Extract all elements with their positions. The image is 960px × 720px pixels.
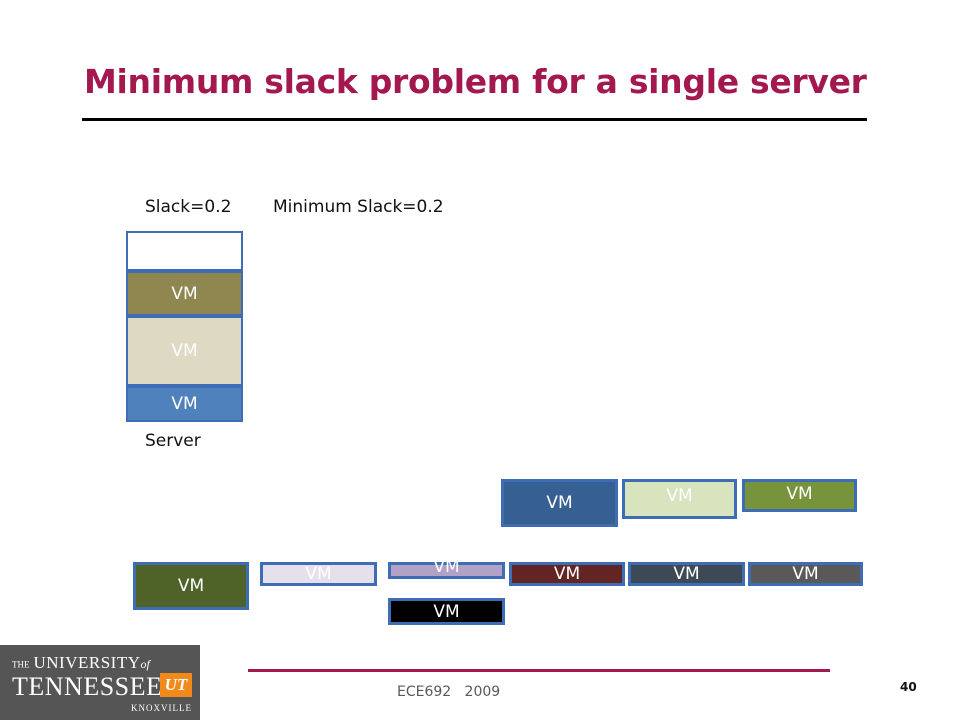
logo-tennessee: TENNESSEE	[12, 672, 163, 701]
vm-label: VM	[786, 484, 813, 504]
vm-label: VM	[171, 283, 198, 304]
title-divider	[82, 118, 867, 121]
vm-label: VM	[177, 576, 205, 596]
vm-label: VM	[792, 564, 819, 584]
pending-vm: VM	[388, 557, 505, 579]
logo-of: of	[140, 657, 150, 671]
vm-label: VM	[553, 564, 581, 584]
slide-title: Minimum slack problem for a single serve…	[84, 62, 867, 101]
vm-label: VM	[171, 341, 198, 361]
logo-the: THE	[12, 659, 30, 670]
page-number: 40	[900, 680, 917, 694]
server-vm-2: VM	[126, 316, 243, 386]
server-stack: VM VM VM	[126, 231, 243, 422]
pending-vm: VM	[509, 562, 625, 586]
pending-vm: VM	[748, 562, 863, 586]
ut-mark-icon: UT	[160, 673, 192, 697]
pending-vm: VM	[742, 479, 857, 512]
server-label: Server	[145, 431, 201, 451]
footer-course: ECE692 2009	[397, 684, 501, 700]
logo-university: UNIVERSITY	[33, 653, 141, 672]
slack-label: Slack=0.2	[145, 197, 232, 217]
vm-label: VM	[546, 493, 573, 513]
vm-label: VM	[666, 486, 693, 506]
pending-vm: VM	[388, 598, 505, 625]
vm-label: VM	[673, 564, 700, 584]
footer-divider	[248, 669, 830, 672]
vm-label: VM	[433, 601, 460, 622]
vm-label: VM	[433, 557, 460, 577]
server-vm-1: VM	[126, 271, 243, 316]
pending-vm: VM	[622, 479, 737, 519]
server-vm-3: VM	[126, 386, 243, 422]
logo-knoxville: KNOXVILLE	[131, 703, 192, 713]
pending-vm: VM	[628, 562, 745, 586]
pending-vm: VM	[260, 562, 377, 586]
pending-vm: VM	[501, 479, 618, 527]
university-logo: THE UNIVERSITYof TENNESSEE UT KNOXVILLE	[0, 645, 200, 720]
minimum-slack-label: Minimum Slack=0.2	[273, 197, 444, 217]
server-free-slack	[126, 231, 243, 271]
vm-label: VM	[305, 564, 332, 584]
vm-label: VM	[171, 394, 198, 414]
pending-vm: VM	[133, 562, 249, 610]
